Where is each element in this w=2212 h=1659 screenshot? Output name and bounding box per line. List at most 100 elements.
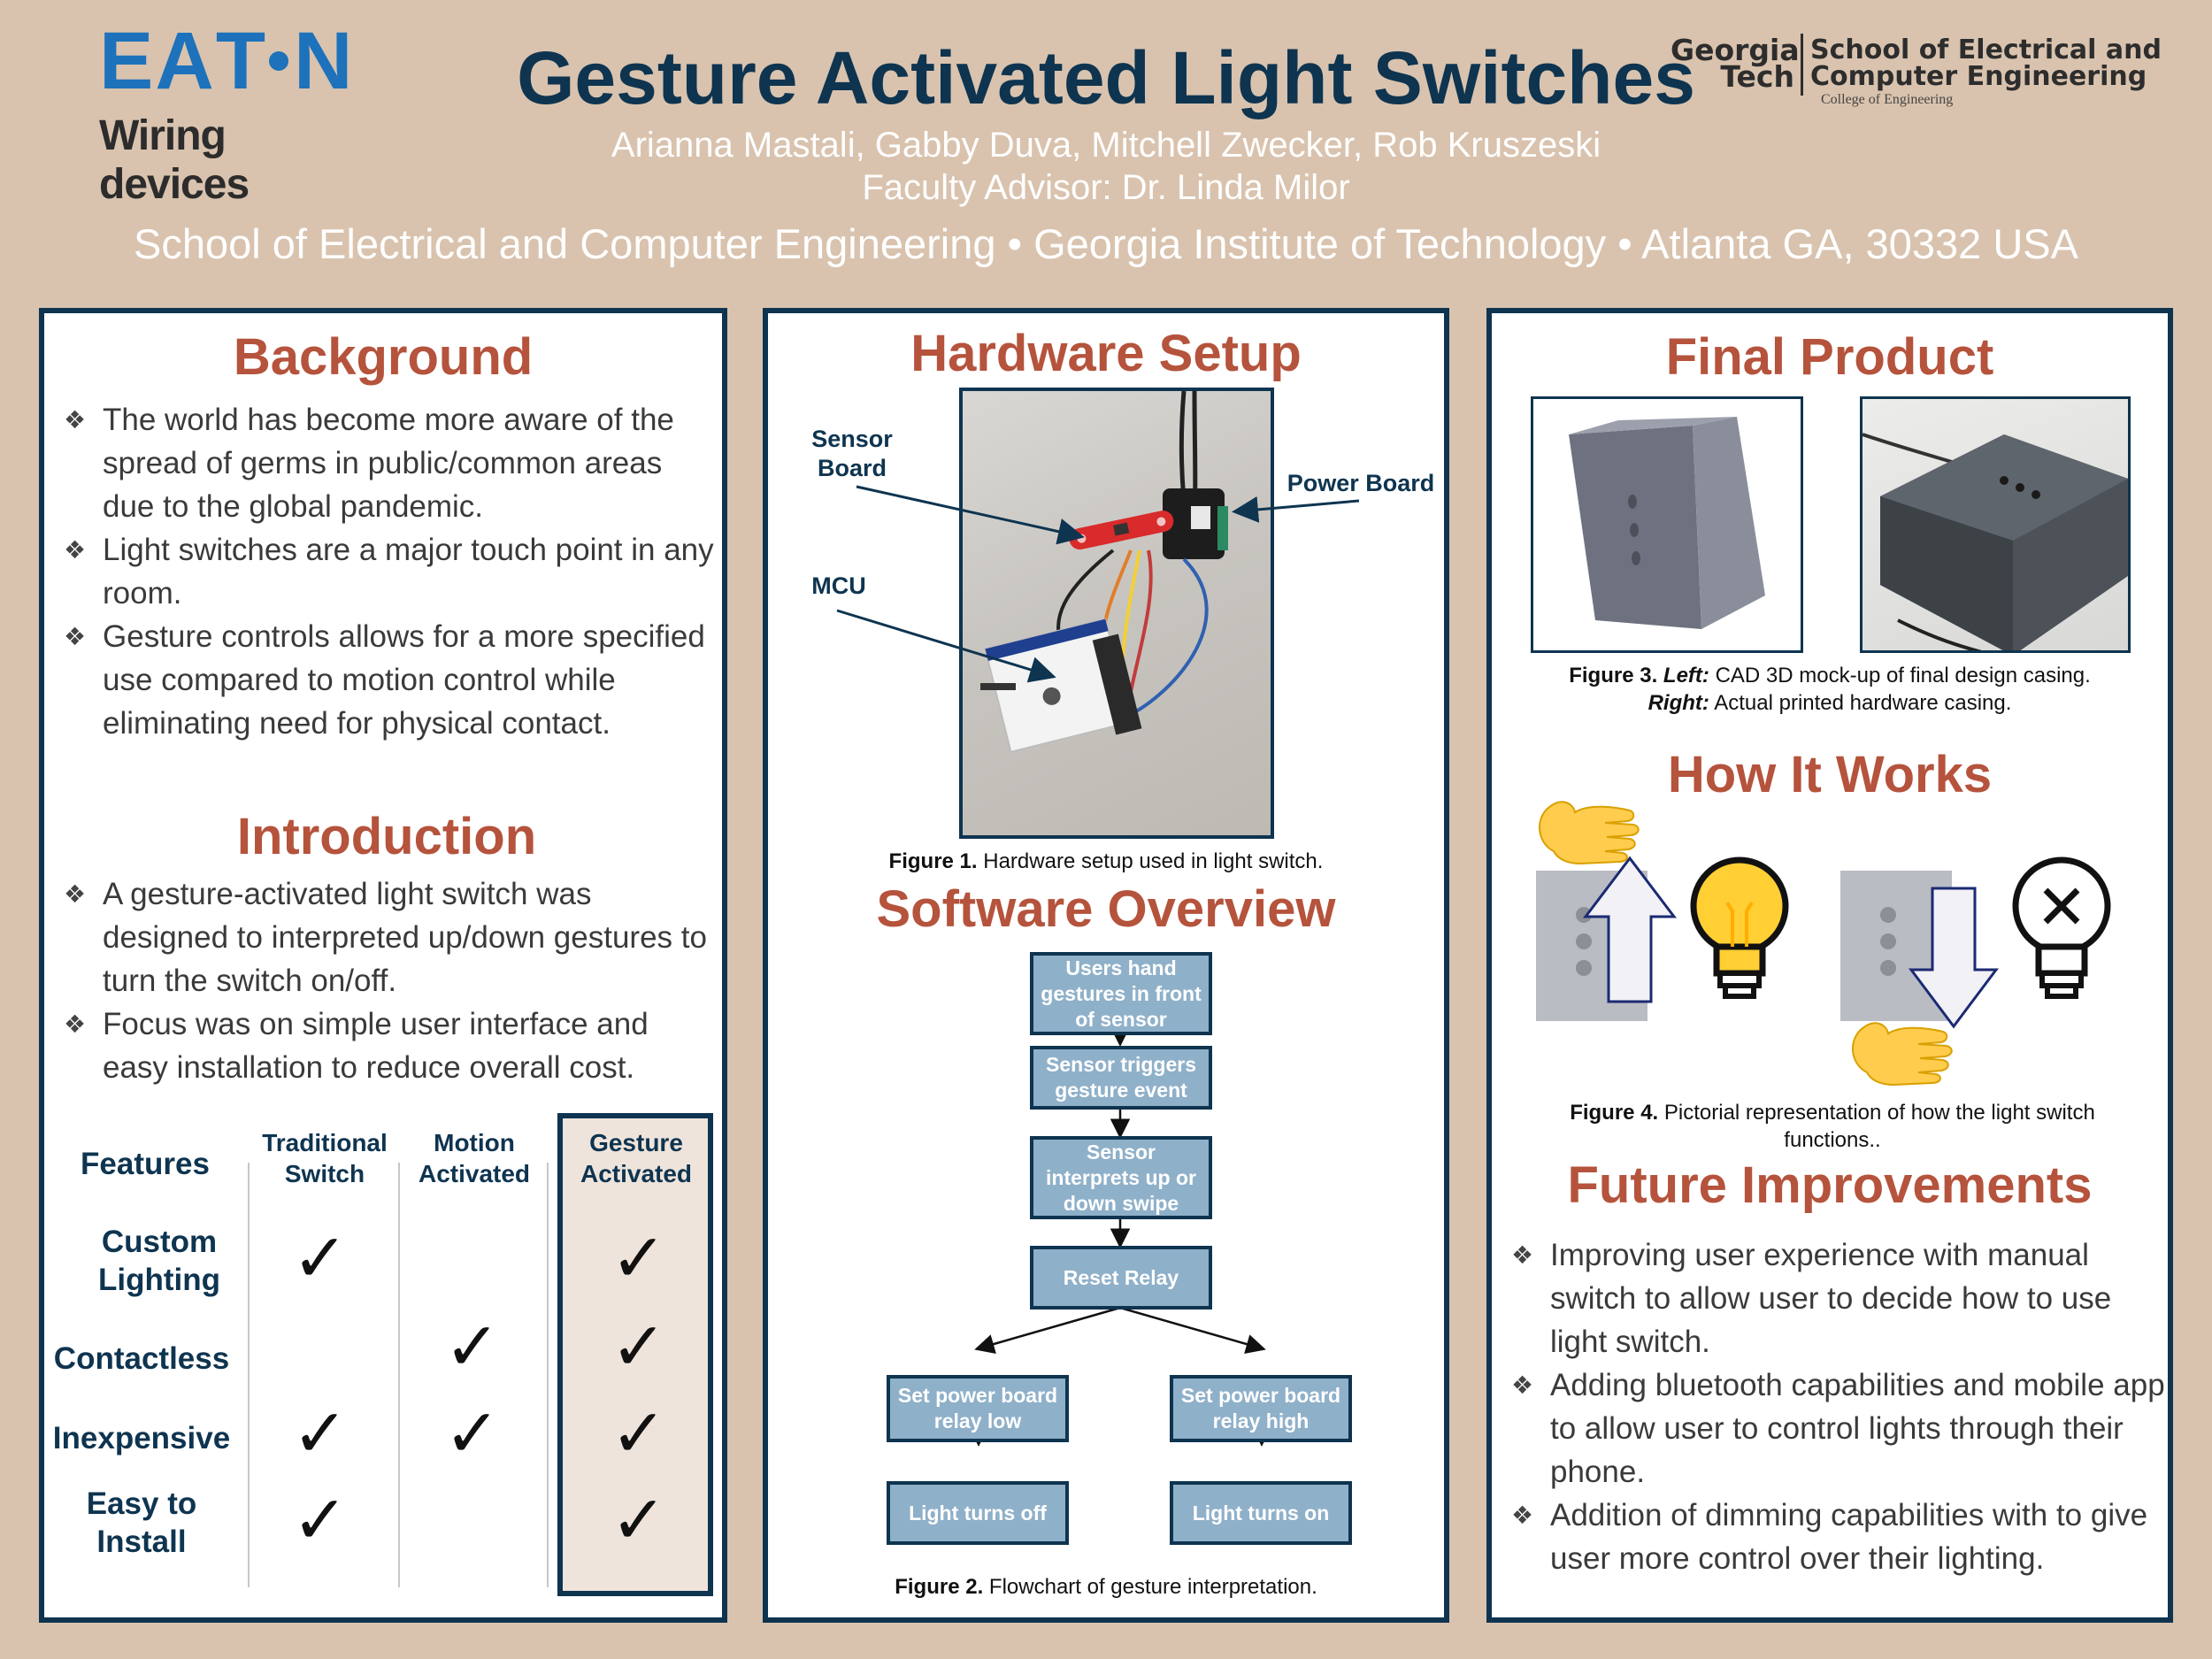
- gt-college: College of Engineering: [1821, 92, 1954, 107]
- introduction-heading: Introduction: [236, 808, 537, 865]
- flow-step-hand-gesture: Users hand gestures in front of sensor: [1030, 952, 1212, 1035]
- figure-3-right-text: Actual printed hardware casing.: [1709, 691, 2012, 715]
- hardware-illustration: [980, 391, 1228, 754]
- figure-2-label: Figure 2.: [895, 1575, 984, 1599]
- figure-1-text: Hardware setup used in light switch.: [977, 849, 1324, 873]
- figure-1-label: Figure 1.: [888, 849, 978, 873]
- printed-casing-illustration: [1863, 433, 2128, 650]
- column-divider: [547, 1163, 549, 1587]
- background-bullet: Light switches are a major touch point i…: [64, 528, 718, 615]
- panel-middle: Hardware Setup: [763, 308, 1449, 1623]
- figure-3-right-label: Right:: [1647, 691, 1709, 715]
- figure-3-line-1: Figure 3. Left: CAD 3D mock-up of final …: [1492, 662, 2168, 689]
- bulb-off-icon: [2012, 856, 2111, 999]
- gt-school: School of Electrical and Computer Engine…: [1810, 37, 2162, 90]
- how-it-works-diagram: [1536, 801, 2111, 1087]
- background-bullet: Gesture controls allows for a more speci…: [64, 615, 718, 745]
- eaton-letter-n: N: [294, 16, 355, 106]
- flow-step-relay-high: Set power board relay high: [1170, 1375, 1352, 1442]
- check-icon: ✓: [611, 1218, 667, 1297]
- eaton-letter-a: A: [155, 16, 216, 106]
- hand-icon-top: [1539, 801, 1640, 865]
- gt-name-line-2: Tech: [1720, 59, 1794, 94]
- figure-3-left-label: Left:: [1663, 664, 1709, 687]
- figure-3-caption: Figure 3. Left: CAD 3D mock-up of final …: [1492, 662, 2168, 717]
- check-icon: ✓: [292, 1218, 349, 1297]
- up-arrow-icon: [1582, 856, 1678, 1003]
- future-improvements-heading: Future Improvements: [1567, 1156, 2093, 1214]
- georgia-tech-logo: Georgia Tech School of Electrical and Co…: [1671, 34, 2201, 113]
- eaton-subtitle: Wiring devices: [99, 112, 250, 208]
- cad-casing-illustration: [1569, 417, 1765, 629]
- row-label-easy-install: Easy to Install: [86, 1486, 197, 1559]
- figure-2-caption: Figure 2. Flowchart of gesture interpret…: [768, 1573, 1444, 1601]
- check-icon: ✓: [444, 1307, 501, 1386]
- future-bullet: Addition of dimming capabilities with to…: [1511, 1494, 2166, 1580]
- check-icon: ✓: [611, 1394, 667, 1472]
- hand-icon-bottom: [1852, 1022, 1953, 1087]
- eaton-logo: E A T N Wiring devices: [99, 20, 382, 209]
- flow-step-sensor-triggers: Sensor triggers gesture event: [1030, 1046, 1212, 1110]
- background-heading: Background: [233, 328, 534, 386]
- check-icon: ✓: [292, 1394, 349, 1472]
- column-motion: Motion Activated: [418, 1129, 531, 1187]
- hardware-pointer-arrows: [836, 485, 1360, 683]
- software-heading: Software Overview: [876, 880, 1336, 938]
- row-label-inexpensive: Inexpensive: [52, 1421, 231, 1455]
- column-gesture: Gesture Activated: [580, 1129, 693, 1187]
- row-label-contactless: Contactless: [53, 1341, 230, 1376]
- column-divider: [398, 1163, 400, 1587]
- flow-step-relay-low: Set power board relay low: [887, 1375, 1069, 1442]
- label-mcu: MCU: [811, 572, 866, 599]
- column-traditional: Traditional Switch: [262, 1129, 388, 1187]
- flow-step-light-off: Light turns off: [887, 1481, 1069, 1545]
- cad-mockup-image: [1531, 396, 1803, 653]
- figure-4-text: Pictorial representation of how the ligh…: [1658, 1101, 2095, 1152]
- eaton-letter-t: T: [215, 16, 268, 106]
- figure-2-text: Flowchart of gesture interpretation.: [983, 1575, 1317, 1599]
- figure-1-caption: Figure 1. Hardware setup used in light s…: [768, 848, 1444, 875]
- label-power-board: Power Board: [1286, 470, 1435, 496]
- gt-name-line-1: Georgia: [1671, 33, 1800, 67]
- introduction-list: A gesture-activated light switch was des…: [64, 872, 718, 1089]
- figure-3-label: Figure 3.: [1569, 664, 1658, 687]
- background-list: The world has become more aware of the s…: [64, 398, 718, 745]
- flow-step-interprets-swipe: Sensor interprets up or down swipe: [1030, 1136, 1212, 1219]
- comparison-table: Features Traditional Switch Motion Activ…: [44, 313, 722, 1617]
- future-list: Improving user experience with manual sw…: [1511, 1233, 2166, 1580]
- figure-3-line-2: Right: Actual printed hardware casing.: [1492, 689, 2168, 717]
- eaton-dot-icon: [269, 51, 289, 71]
- authors: Arianna Mastali, Gabby Duva, Mitchell Zw…: [611, 126, 1601, 165]
- figure-4-label: Figure 4.: [1570, 1101, 1659, 1125]
- figure-4-caption: Figure 4. Pictorial representation of ho…: [1545, 1099, 2120, 1154]
- gt-school-line-1: School of Electrical and: [1810, 35, 2162, 65]
- check-icon: ✓: [611, 1307, 667, 1386]
- gesture-column-highlight: [557, 1113, 713, 1596]
- affiliation: School of Electrical and Computer Engine…: [134, 220, 2078, 267]
- eaton-letter-e: E: [99, 16, 156, 106]
- hardware-heading: Hardware Setup: [910, 325, 1302, 382]
- poster-title: Gesture Activated Light Switches: [517, 36, 1695, 119]
- row-label-custom-lighting: Custom Lighting: [97, 1225, 220, 1297]
- how-it-works-heading: How It Works: [1667, 746, 1993, 803]
- final-product-heading: Final Product: [1665, 328, 1994, 386]
- future-bullet: Improving user experience with manual sw…: [1511, 1233, 2166, 1363]
- figure-3-left-text: CAD 3D mock-up of final design casing.: [1709, 664, 2091, 687]
- column-divider: [248, 1163, 250, 1587]
- background-bullet: The world has become more aware of the s…: [64, 398, 718, 528]
- gt-name: Georgia Tech: [1671, 33, 1800, 94]
- eaton-wordmark: E A T N: [99, 20, 382, 102]
- label-sensor-board: Sensor Board: [811, 426, 893, 481]
- faculty-advisor: Faculty Advisor: Dr. Linda Milor: [862, 168, 1350, 207]
- gt-divider: [1801, 34, 1803, 96]
- flow-step-reset-relay: Reset Relay: [1030, 1246, 1212, 1310]
- check-icon: ✓: [292, 1480, 349, 1559]
- features-label: Features: [81, 1147, 210, 1181]
- check-icon: ✓: [444, 1394, 501, 1472]
- bulb-on-icon: [1690, 856, 1789, 999]
- check-icon: ✓: [611, 1480, 667, 1559]
- printed-casing-photo: [1860, 396, 2131, 653]
- authors-block: Arianna Mastali, Gabby Duva, Mitchell Zw…: [495, 124, 1717, 209]
- panel-left: Background The world has become more awa…: [39, 308, 727, 1623]
- future-bullet: Adding bluetooth capabilities and mobile…: [1511, 1363, 2166, 1494]
